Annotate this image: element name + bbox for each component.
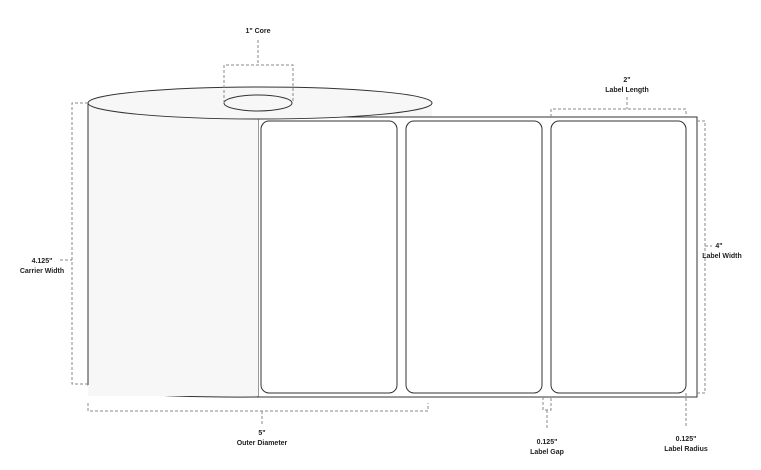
label-gap-label: Label Gap (530, 449, 564, 456)
core-hole (223, 94, 293, 112)
core-text: 1" Core (245, 28, 270, 35)
label-radius-label: Label Radius (664, 446, 708, 453)
label-gap-value: 0.125" (537, 439, 558, 446)
carrier-width-dimension: 4.125" Carrier Width (20, 102, 88, 385)
label-radius-dimension: 0.125" Label Radius (664, 393, 708, 453)
label-radius-value: 0.125" (676, 436, 697, 443)
carrier-width-label: Carrier Width (20, 268, 64, 275)
outer-diameter-label: Outer Diameter (237, 440, 288, 447)
label-2 (405, 120, 543, 394)
label-gap-dimension: 0.125" Label Gap (530, 397, 564, 456)
outer-diameter-value: 5" (258, 430, 265, 437)
carrier-width-value: 4.125" (32, 258, 53, 265)
label-length-label: Label Length (605, 87, 649, 94)
label-width-value: 4" (715, 243, 722, 250)
label-3 (550, 120, 687, 394)
label-1 (260, 120, 398, 394)
core-dimension: 1" Core (223, 28, 294, 103)
label-length-dimension: 2" Label Length (550, 77, 687, 117)
label-width-dimension: 4" Label Width (697, 120, 742, 394)
label-width-label: Label Width (702, 253, 742, 260)
outer-diameter-dimension: 5" Outer Diameter (87, 403, 429, 447)
label-length-value: 2" (623, 77, 630, 84)
